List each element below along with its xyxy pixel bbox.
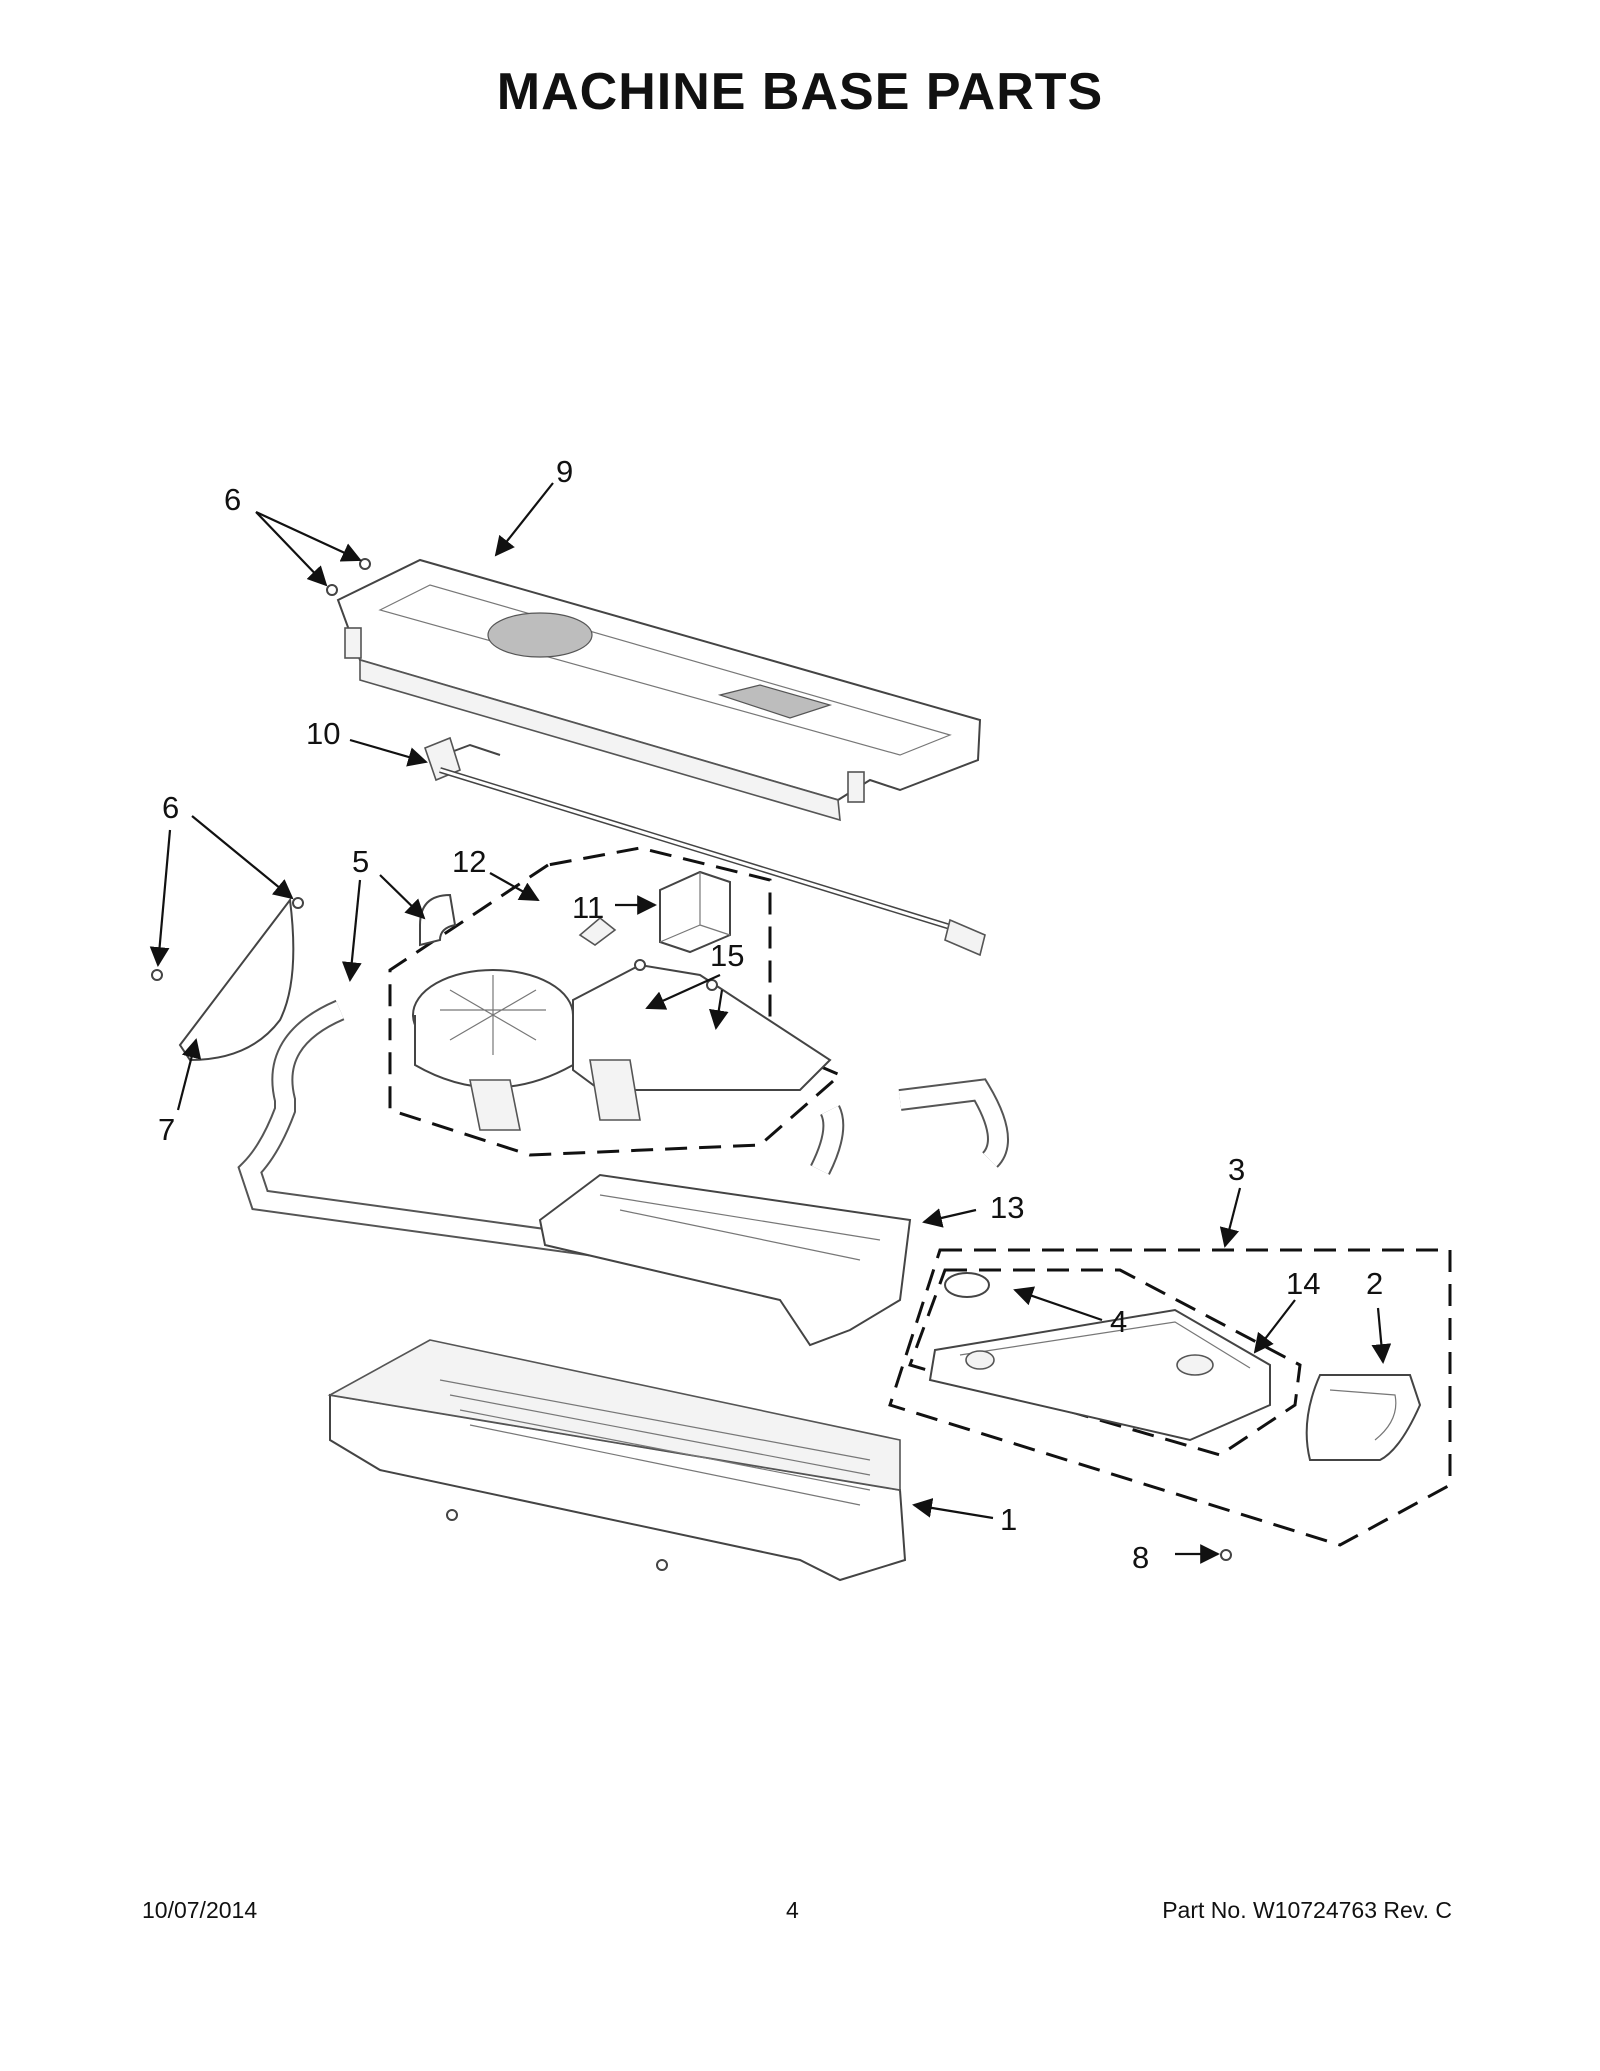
callout-8: 8 bbox=[1132, 1540, 1149, 1575]
footer-part-number: Part No. W10724763 Rev. C bbox=[1162, 1897, 1452, 1923]
callout-1: 1 bbox=[1000, 1502, 1017, 1537]
callout-10: 10 bbox=[306, 716, 340, 751]
callout-9: 9 bbox=[556, 454, 573, 489]
screw-icon bbox=[446, 1509, 458, 1521]
footer-date: 10/07/2014 bbox=[142, 1897, 258, 1923]
leader-lines bbox=[149, 482, 1392, 1564]
callout-labels: 9 6 10 6 5 12 11 15 7 13 3 14 2 4 1 8 bbox=[158, 454, 1383, 1575]
callout-11-label: 11 bbox=[572, 890, 604, 925]
part-4-sensor-icon bbox=[944, 1272, 990, 1298]
part-1-base-tray bbox=[327, 1339, 907, 1582]
callout-7: 7 bbox=[158, 1112, 175, 1147]
part-9-top-plate bbox=[336, 558, 982, 822]
callout-15: 15 bbox=[710, 938, 744, 973]
screw-icon bbox=[706, 979, 718, 991]
screw-icon bbox=[359, 558, 371, 570]
screw-icon bbox=[326, 584, 338, 596]
screw-icon bbox=[634, 959, 646, 971]
screw-icon bbox=[1220, 1549, 1232, 1561]
vent-grille-icon bbox=[717, 684, 833, 719]
screw-icon bbox=[656, 1559, 668, 1571]
vent-slots-icon bbox=[439, 1379, 871, 1506]
footer-page-number: 4 bbox=[786, 1897, 799, 1923]
page-title: MACHINE BASE PARTS bbox=[496, 63, 1104, 121]
part-13-duct-assembly bbox=[237, 999, 1009, 1347]
callout-14: 14 bbox=[1286, 1266, 1320, 1301]
screws bbox=[151, 558, 1232, 1571]
screw-icon bbox=[151, 969, 163, 981]
part-10-power-cord bbox=[423, 736, 986, 957]
part-3-control-assembly bbox=[888, 1248, 1452, 1547]
callout-13: 13 bbox=[990, 1190, 1024, 1225]
callout-3: 3 bbox=[1228, 1152, 1245, 1187]
part-12-blower-assembly bbox=[388, 846, 843, 1157]
fan-grille-icon bbox=[487, 612, 593, 658]
part-11-relay bbox=[578, 870, 731, 954]
screw-icon bbox=[292, 897, 304, 909]
callout-4: 4 bbox=[1110, 1304, 1127, 1339]
part-5-elbow bbox=[419, 893, 457, 947]
callout-6: 6 bbox=[162, 790, 179, 825]
callout-12: 12 bbox=[452, 844, 486, 879]
part-7-cover bbox=[178, 897, 295, 1062]
callout-2: 2 bbox=[1366, 1266, 1383, 1301]
callout-5: 5 bbox=[352, 844, 369, 879]
callout-6: 6 bbox=[224, 482, 241, 517]
